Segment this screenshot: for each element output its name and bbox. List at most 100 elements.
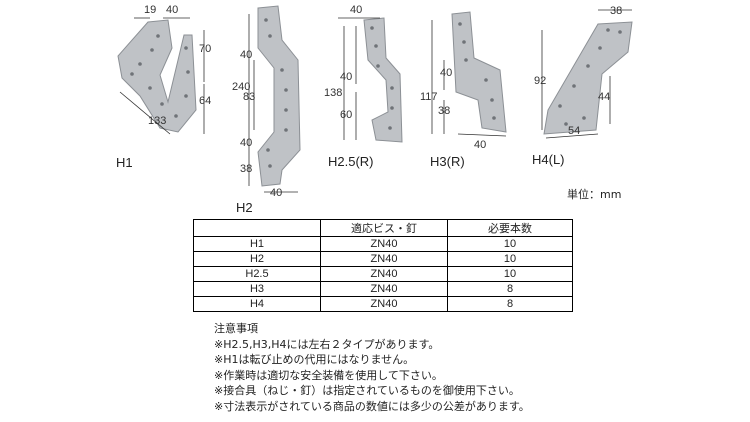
h4-dim-1: 92 — [534, 75, 546, 87]
table-row: H2.5 ZN40 10 — [193, 266, 573, 282]
table-cell-fastener: ZN40 — [320, 296, 448, 312]
note-item: ※寸法表示がされている商品の数値には多少の公差があります。 — [214, 399, 530, 413]
screw-hole — [160, 102, 164, 106]
table-cell-fastener: ZN40 — [320, 236, 448, 252]
screw-hole — [130, 72, 134, 76]
h2-dim-4: 38 — [240, 163, 252, 175]
screw-hole — [266, 148, 270, 152]
screw-hole — [148, 86, 152, 90]
h3-dim-2: 38 — [438, 105, 450, 117]
h3-dim-0: 40 — [440, 67, 452, 79]
figure-h2-5: 40 40 138 60 H2.5(R) — [324, 4, 403, 169]
h1-dim-4: 133 — [148, 115, 166, 127]
screw-hole — [184, 94, 188, 98]
screw-hole — [572, 84, 576, 88]
screw-hole — [280, 68, 284, 72]
h2-dim-5: 40 — [270, 187, 282, 199]
table-cell-count: 8 — [447, 281, 573, 297]
table-cell-fastener: ZN40 — [320, 281, 448, 297]
h2-dim-3: 40 — [240, 137, 252, 149]
h1-dim-1: 40 — [166, 4, 178, 16]
note-item: ※H2.5,H3,H4には左右２タイプがあります。 — [214, 337, 440, 351]
h1-plate — [117, 19, 197, 133]
screw-hole — [458, 22, 462, 26]
table-cell-count: 10 — [447, 236, 573, 252]
screw-hole — [606, 28, 610, 32]
h2-plate — [257, 5, 301, 187]
h2-dim-0: 40 — [240, 49, 252, 61]
notes-section: 注意事項 ※H2.5,H3,H4には左右２タイプがあります。 ※H1は転び止めの… — [214, 321, 530, 415]
h2-5-label: H2.5(R) — [328, 154, 374, 169]
figure-h2: 40 240 83 40 38 40 H2 — [232, 5, 301, 215]
screw-hole — [490, 98, 494, 102]
h2-5-plate — [363, 17, 403, 143]
table-cell-model: H2 — [193, 251, 321, 267]
h3-dim-1: 117 — [420, 91, 438, 103]
table-cell-count: 10 — [447, 251, 573, 267]
h3-plate — [451, 11, 507, 133]
notes-title: 注意事項 — [214, 322, 258, 335]
h2-5-dim-0: 40 — [350, 4, 362, 16]
screw-hole — [370, 26, 374, 30]
table-row: H2 ZN40 10 — [193, 251, 573, 267]
h2-5-dim-3: 60 — [340, 109, 352, 121]
h4-plate — [543, 21, 633, 135]
h3-label: H3(R) — [430, 154, 465, 169]
screw-hole — [586, 64, 590, 68]
screw-hole — [374, 44, 378, 48]
table-cell-count: 8 — [447, 296, 573, 312]
screw-hole — [186, 70, 190, 74]
h1-dim-0: 19 — [144, 4, 156, 16]
table-cell-model: H3 — [193, 281, 321, 297]
table-cell-model: H4 — [193, 296, 321, 312]
table-header-fastener: 適応ビス・釘 — [320, 219, 448, 237]
h4-dim-0: 38 — [610, 5, 622, 17]
screw-hole — [390, 86, 394, 90]
screw-hole — [284, 88, 288, 92]
table-row: H3 ZN40 8 — [193, 281, 573, 297]
table-cell-model: H1 — [193, 236, 321, 252]
screw-hole — [598, 46, 602, 50]
note-item: ※作業時は適切な安全装備を使用して下さい。 — [214, 368, 443, 382]
h1-dim-3: 64 — [199, 95, 211, 107]
screw-hole — [284, 108, 288, 112]
table-header-row: 適応ビス・釘 必要本数 — [193, 219, 573, 237]
table-row: H1 ZN40 10 — [193, 236, 573, 252]
unit-label: 単位：mm — [567, 188, 622, 201]
screw-hole — [388, 126, 392, 130]
screw-hole — [484, 78, 488, 82]
figure-h3: 40 117 38 40 H3(R) — [420, 11, 507, 169]
table-row: H4 ZN40 8 — [193, 296, 573, 312]
screw-hole — [464, 58, 468, 62]
screw-hole — [174, 114, 178, 118]
h1-dim-2: 70 — [199, 43, 211, 55]
table-cell-fastener: ZN40 — [320, 251, 448, 267]
screw-hole — [264, 18, 268, 22]
screw-hole — [564, 122, 568, 126]
note-item: ※接合具（ねじ・釘）は指定されているものを御使用下さい。 — [214, 384, 520, 398]
h2-5-dim-1: 40 — [340, 71, 352, 83]
screw-hole — [618, 30, 622, 34]
screw-hole — [268, 164, 272, 168]
screw-hole — [376, 64, 380, 68]
screw-hole — [138, 62, 142, 66]
h4-dim-3: 54 — [568, 125, 580, 137]
table-cell-count: 10 — [447, 266, 573, 282]
table-cell-fastener: ZN40 — [320, 266, 448, 282]
table-header-count: 必要本数 — [447, 219, 573, 237]
screw-hole — [156, 34, 160, 38]
table-cell-model: H2.5 — [193, 266, 321, 282]
screw-hole — [462, 40, 466, 44]
screw-hole — [582, 116, 586, 120]
screw-hole — [284, 128, 288, 132]
h2-label: H2 — [236, 200, 253, 215]
screw-hole — [150, 48, 154, 52]
note-item: ※H1は転び止めの代用にはなりません。 — [214, 353, 415, 367]
table-header-model — [193, 219, 321, 237]
spec-table: 適応ビス・釘 必要本数 H1 ZN40 10 H2 ZN40 10 H2.5 Z… — [193, 219, 573, 312]
screw-hole — [558, 104, 562, 108]
h4-label: H4(L) — [532, 152, 565, 167]
h4-dim-2: 44 — [598, 91, 610, 103]
h1-label: H1 — [116, 155, 133, 170]
screw-hole — [184, 46, 188, 50]
